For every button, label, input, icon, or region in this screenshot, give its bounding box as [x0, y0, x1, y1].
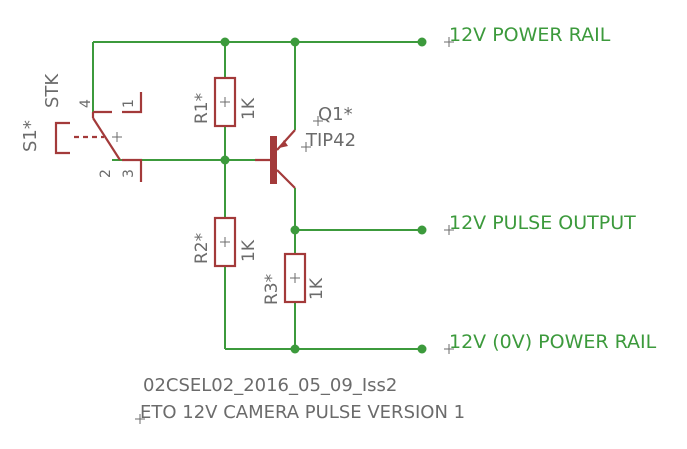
transistor-collector: [276, 169, 296, 189]
transistor-q1[interactable]: Q1* TIP42: [255, 104, 356, 189]
resistor-body: [213, 216, 237, 268]
switch-pin3-label: 3: [121, 169, 137, 178]
switch-pin4-label: 4: [78, 99, 94, 108]
resistor-value: 1K: [239, 239, 259, 262]
switch-pin3-stub: [122, 158, 143, 182]
junction-dot: [417, 344, 427, 354]
resistor-body: [213, 76, 237, 128]
switch-button: [54, 121, 70, 155]
junction-dot: [220, 155, 230, 165]
net-label-ground-rail: 12V (0V) POWER RAIL: [449, 331, 657, 353]
resistor-r2[interactable]: R2* 1K: [192, 216, 259, 268]
switch-contact-arm: [92, 117, 121, 161]
footer-line-2: ETO 12V CAMERA PULSE VERSION 1: [140, 402, 465, 423]
transistor-arrow: [279, 140, 288, 148]
junction-dot: [290, 344, 300, 354]
junction-dot: [290, 225, 300, 235]
resistor-body: [283, 252, 307, 304]
transistor-base-bar: [270, 136, 277, 184]
junctions: [220, 37, 427, 354]
net-label-power-rail: 12V POWER RAIL: [449, 24, 611, 46]
switch-s1[interactable]: S1* STK 4 1 2 3: [20, 73, 143, 182]
net-label-pulse-output: 12V PULSE OUTPUT: [449, 212, 636, 234]
resistor-name: R3*: [262, 274, 282, 305]
switch-pin2-label: 2: [98, 169, 114, 178]
switch-value: STK: [42, 73, 63, 108]
junction-dot: [290, 37, 300, 47]
switch-pin1-label: 1: [121, 99, 137, 108]
junction-dot: [220, 37, 230, 47]
resistor-value: 1K: [307, 277, 327, 300]
transistor-value: TIP42: [305, 130, 356, 151]
resistor-r3[interactable]: R3* 1K: [262, 252, 327, 305]
resistor-value: 1K: [239, 97, 259, 120]
net-labels: 12V POWER RAIL 12V PULSE OUTPUT 12V (0V)…: [444, 24, 657, 354]
footer: 02CSEL02_2016_05_09_Iss2 ETO 12V CAMERA …: [135, 375, 465, 424]
resistor-r1[interactable]: R1* 1K: [192, 76, 259, 128]
junction-dot: [417, 225, 427, 235]
resistor-name: R1*: [192, 93, 212, 124]
switch-name: S1*: [20, 120, 41, 152]
transistor-name: Q1*: [318, 104, 353, 125]
switch-pin1-stub: [122, 92, 143, 114]
footer-line-1: 02CSEL02_2016_05_09_Iss2: [143, 375, 397, 396]
junction-dot: [417, 37, 427, 47]
resistor-name: R2*: [192, 233, 212, 264]
wires: [92, 41, 422, 350]
